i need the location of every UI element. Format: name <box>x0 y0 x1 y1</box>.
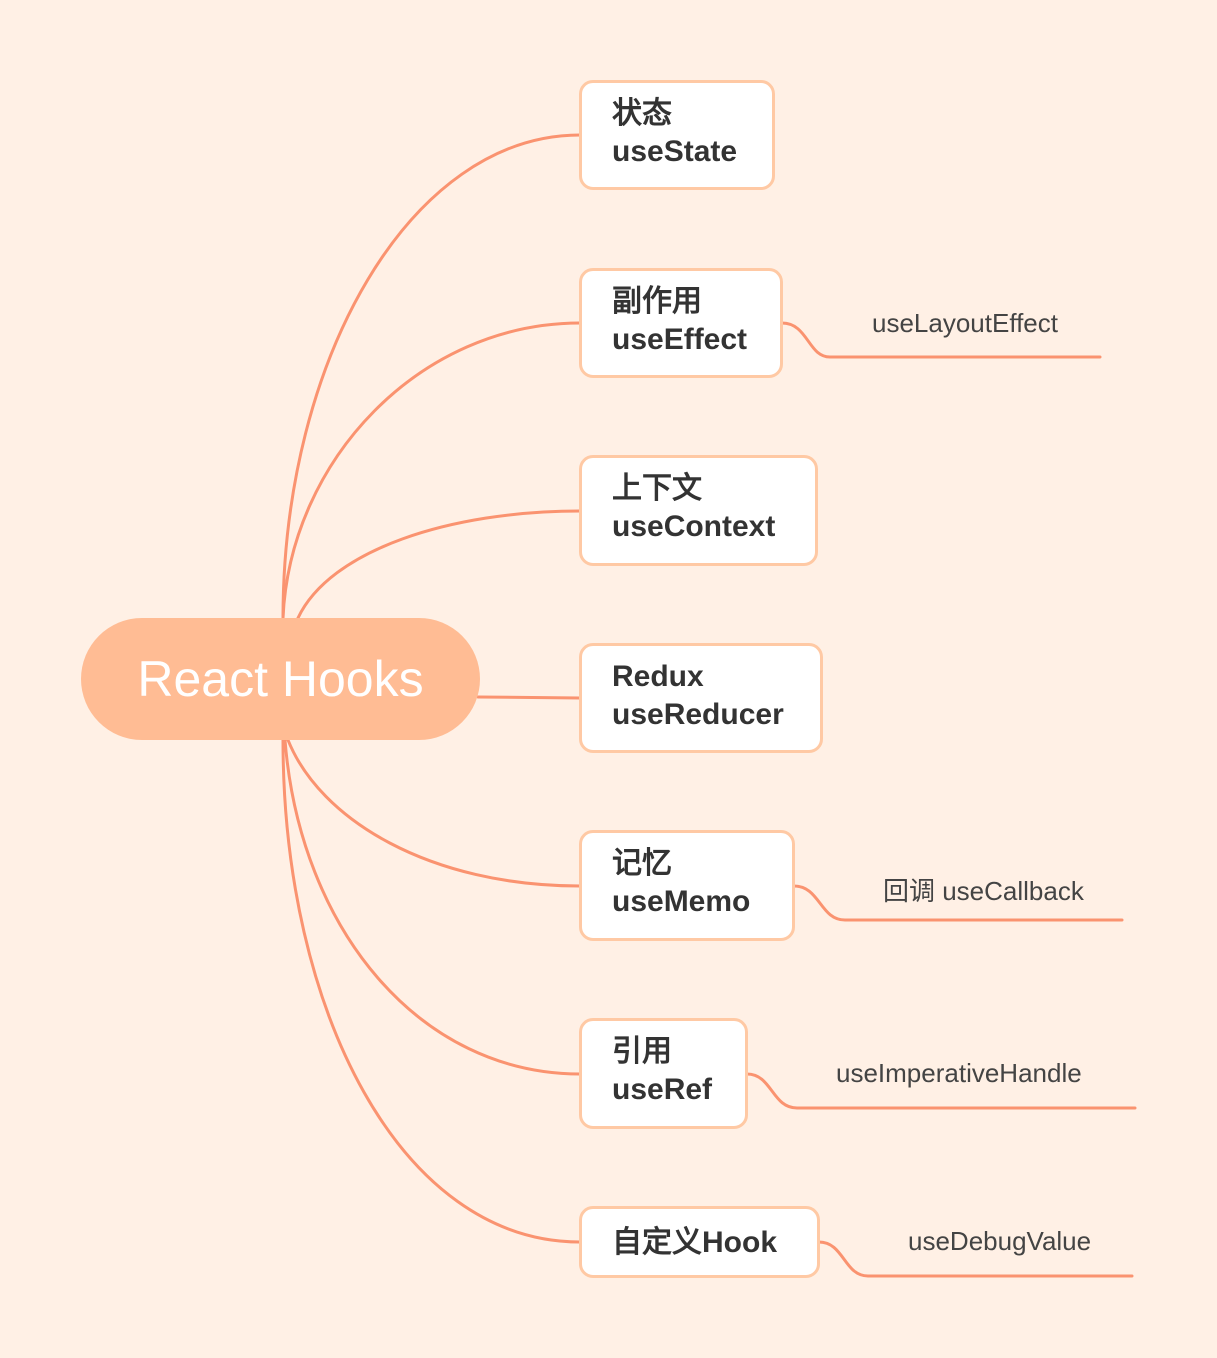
branch-hook-name: useReducer <box>612 698 784 731</box>
branch-node-usereducer[interactable]: Redux useReducer <box>579 643 823 753</box>
branch-hook-name: useEffect <box>612 323 748 356</box>
branch-hook-name: useRef <box>612 1073 713 1106</box>
branch-node-usememo[interactable]: 记忆 useMemo <box>579 830 795 941</box>
connector-usememo-usecallback <box>792 884 1124 922</box>
branch-title: 状态 <box>612 97 672 130</box>
branch-hook-name: useState <box>612 135 738 168</box>
branch-node-usestate[interactable]: 状态 useState <box>579 80 775 190</box>
branch-node-custom-hook[interactable]: 自定义Hook <box>579 1206 820 1278</box>
connector-root-usememo <box>286 738 582 888</box>
connector-useeffect-uselayouteffect <box>780 321 1102 359</box>
leaf-label: 回调 useCallback <box>883 876 1084 906</box>
connector-custom-hook-usedebugvalue <box>817 1240 1134 1278</box>
branch-title: 上下文 <box>612 472 702 505</box>
connector-root-usecontext <box>296 509 582 620</box>
branch-node-usecontext[interactable]: 上下文 useContext <box>579 455 818 566</box>
root-node-react-hooks[interactable]: React Hooks <box>81 618 480 740</box>
branch-title: Redux <box>612 660 704 693</box>
branch-node-useeffect[interactable]: 副作用 useEffect <box>579 268 783 378</box>
connector-root-custom-hook <box>281 738 582 1244</box>
connector-useref-useimperativehandle <box>745 1072 1137 1110</box>
connector-root-usestate <box>281 133 582 620</box>
branch-title: 自定义Hook <box>612 1226 777 1259</box>
connector-root-usereducer <box>476 695 582 700</box>
branch-title: 副作用 <box>612 285 702 318</box>
connector-root-useref <box>283 738 582 1076</box>
branch-node-useref[interactable]: 引用 useRef <box>579 1018 748 1129</box>
leaf-node-useimperativehandle[interactable]: useImperativeHandle <box>836 1058 1082 1089</box>
connector-root-useeffect <box>281 321 582 620</box>
branch-hook-name: useContext <box>612 510 776 543</box>
branch-title: 记忆 <box>612 847 672 880</box>
leaf-node-usedebugvalue[interactable]: useDebugValue <box>908 1226 1091 1257</box>
branch-hook-name: useMemo <box>612 885 751 918</box>
leaf-node-uselayouteffect[interactable]: useLayoutEffect <box>872 308 1058 339</box>
leaf-node-usecallback[interactable]: 回调 useCallback <box>883 871 1084 908</box>
leaf-label: useLayoutEffect <box>872 308 1058 338</box>
leaf-label: useImperativeHandle <box>836 1058 1082 1088</box>
leaf-label: useDebugValue <box>908 1226 1092 1256</box>
branch-title: 引用 <box>612 1035 672 1068</box>
root-node-label: React Hooks <box>137 651 424 707</box>
